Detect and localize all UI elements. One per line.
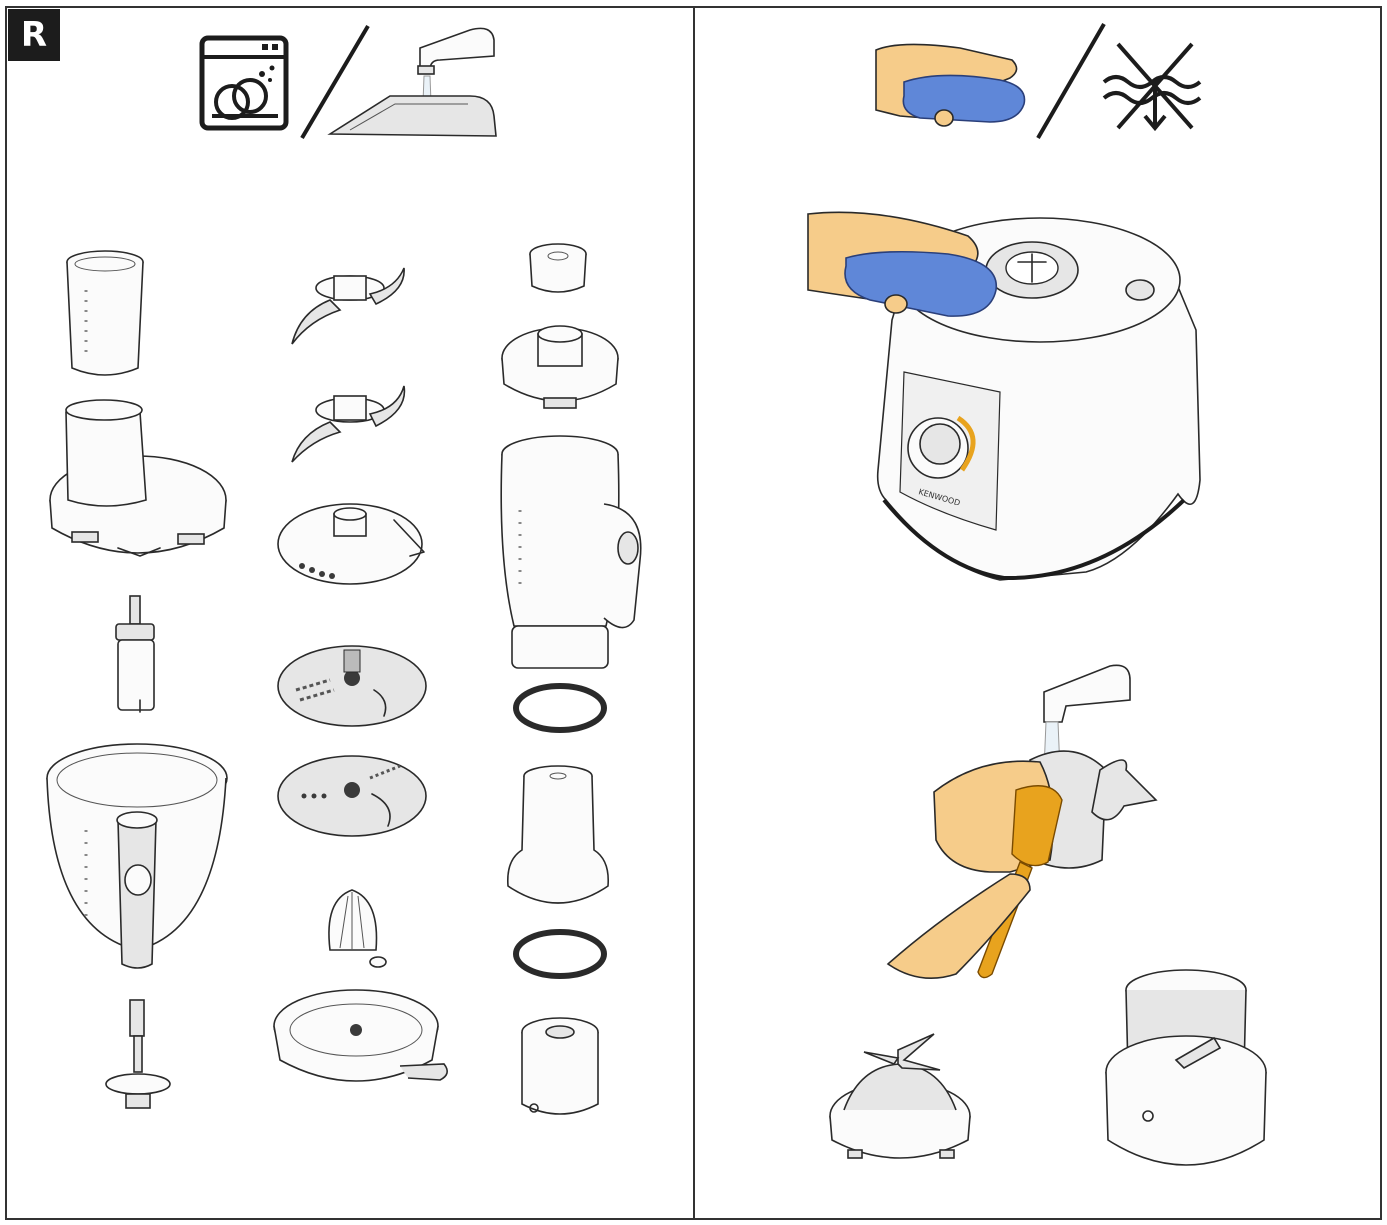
dough-tool	[291, 385, 406, 463]
processor-bowl	[46, 743, 228, 969]
brush-blade-under-tap	[886, 664, 1158, 980]
mill-seal-ring	[513, 929, 607, 979]
thick-slicing-disc	[277, 503, 425, 585]
slicing-disc	[277, 755, 427, 837]
tap-water-icon	[327, 27, 497, 137]
blender-lid	[501, 325, 619, 409]
spindle	[105, 999, 171, 1109]
mill-base	[521, 1017, 599, 1115]
divider-slash-left	[300, 24, 370, 140]
drive-shaft	[115, 595, 155, 713]
pusher-sleeve-lid	[49, 399, 227, 557]
measuring-cup	[66, 250, 144, 376]
wipe-motor-base: KENWOOD	[807, 211, 1201, 581]
mill-jar	[506, 765, 610, 904]
citrus-sieve	[273, 989, 448, 1082]
filler-cap	[529, 243, 587, 293]
dishwasher-icon	[199, 35, 289, 131]
grating-disc	[277, 645, 427, 727]
citrus-cone	[328, 889, 387, 968]
jug-seal-ring	[513, 683, 607, 733]
no-immersion-icon	[1102, 42, 1202, 132]
section-badge: R	[8, 9, 60, 61]
blade-assembly	[829, 1033, 971, 1159]
hand-sponge-icon	[875, 43, 1026, 127]
knife-blade	[291, 267, 405, 345]
mill-container	[1105, 969, 1267, 1166]
blender-jug	[500, 435, 642, 669]
divider-slash-right	[1036, 22, 1106, 140]
